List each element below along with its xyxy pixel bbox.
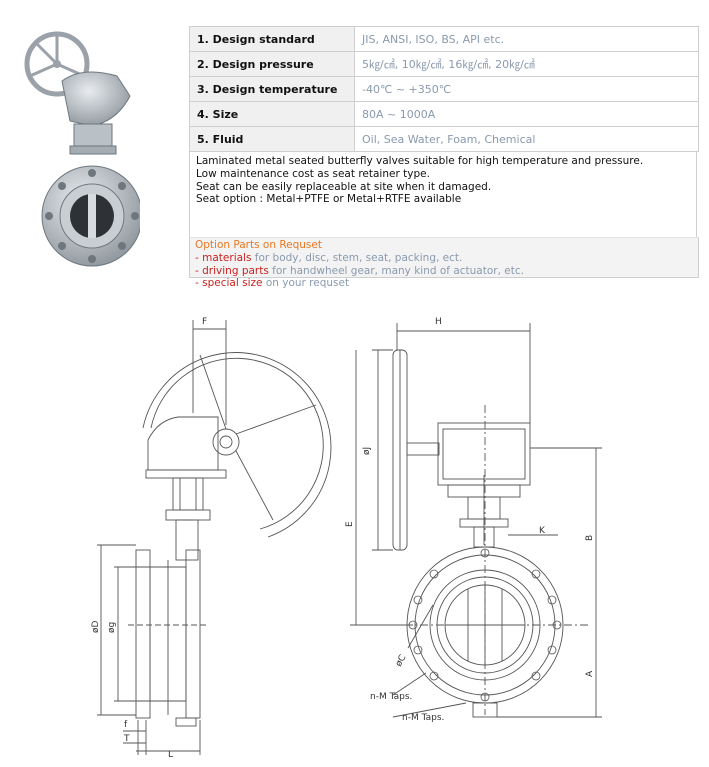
option-parts-title: Option Parts on Requset [195, 239, 322, 251]
description-line: Seat can be easily replaceable at site w… [196, 180, 492, 193]
spec-value: 5㎏/㎠, 10㎏/㎠, 16㎏/㎠, 20㎏/㎠ [354, 51, 699, 77]
spec-value: -40℃ ~ +350℃ [354, 76, 699, 102]
option-item: - driving parts for handwheel gear, many… [195, 265, 693, 278]
spec-panel: 1. Design standard JIS, ANSI, ISO, BS, A… [189, 26, 699, 289]
option-highlight: special size [202, 277, 263, 290]
spec-label: 5. Fluid [189, 126, 355, 152]
spec-value: 80A ~ 1000A [354, 101, 699, 127]
option-item: - special size on your requset [195, 277, 693, 290]
spec-label: 3. Design temperature [189, 76, 355, 102]
dim-label-d: øD [91, 620, 101, 633]
spec-label: 4. Size [189, 101, 355, 127]
option-dash: - [195, 264, 203, 277]
spec-label: 1. Design standard [189, 26, 355, 52]
dim-label-a: A [585, 670, 595, 677]
dim-label-f-small: f [124, 720, 128, 730]
description-box: Laminated metal seated butterfly valves … [189, 151, 697, 237]
valve-photo [24, 31, 140, 267]
option-highlight: materials [202, 251, 252, 264]
option-text: for body, disc, stem, seat, packing, ect… [251, 251, 463, 264]
dim-label-l: L [168, 750, 173, 760]
spec-value: Oil, Sea Water, Foam, Chemical [354, 126, 699, 152]
spec-table: 1. Design standard JIS, ANSI, ISO, BS, A… [189, 26, 699, 152]
dimension-drawing: F H øJ E B K øD øg øC A n-M Taps. n-M Ta… [91, 317, 602, 760]
option-highlight: driving parts [202, 264, 269, 277]
dim-label-c: øC [394, 653, 409, 668]
spec-value: JIS, ANSI, ISO, BS, API etc. [354, 26, 699, 52]
option-text: on your requset [262, 277, 350, 290]
option-text: for handwheel gear, many kind of actuato… [268, 264, 524, 277]
table-row: 3. Design temperature -40℃ ~ +350℃ [189, 76, 699, 102]
table-row: 1. Design standard JIS, ANSI, ISO, BS, A… [189, 26, 699, 52]
dim-label-b: B [585, 535, 595, 541]
option-parts-box: Option Parts on Requset - materials for … [189, 237, 699, 289]
option-dash: - [195, 277, 203, 290]
description-line: Low maintenance cost as seat retainer ty… [196, 167, 430, 180]
table-row: 5. Fluid Oil, Sea Water, Foam, Chemical [189, 126, 699, 152]
dim-label-k: K [539, 526, 546, 536]
dim-label-f-top: F [202, 317, 207, 327]
description-line: Seat option : Metal+PTFE or Metal+RTFE a… [196, 193, 462, 206]
dim-label-g: øg [107, 622, 117, 633]
spec-label: 2. Design pressure [189, 51, 355, 77]
taps-label-2: n-M Taps. [402, 713, 444, 723]
dim-label-t: T [123, 734, 130, 744]
table-row: 4. Size 80A ~ 1000A [189, 101, 699, 127]
dim-label-j: øJ [362, 447, 372, 455]
description-line: Laminated metal seated butterfly valves … [196, 155, 644, 167]
table-row: 2. Design pressure 5㎏/㎠, 10㎏/㎠, 16㎏/㎠, 2… [189, 51, 699, 77]
taps-label-1: n-M Taps. [370, 692, 412, 702]
side-view [97, 320, 332, 755]
option-item: - materials for body, disc, stem, seat, … [195, 252, 693, 265]
option-dash: - [195, 251, 203, 264]
dim-label-e: E [345, 521, 355, 527]
front-view [350, 323, 602, 718]
dim-label-h: H [435, 317, 442, 327]
